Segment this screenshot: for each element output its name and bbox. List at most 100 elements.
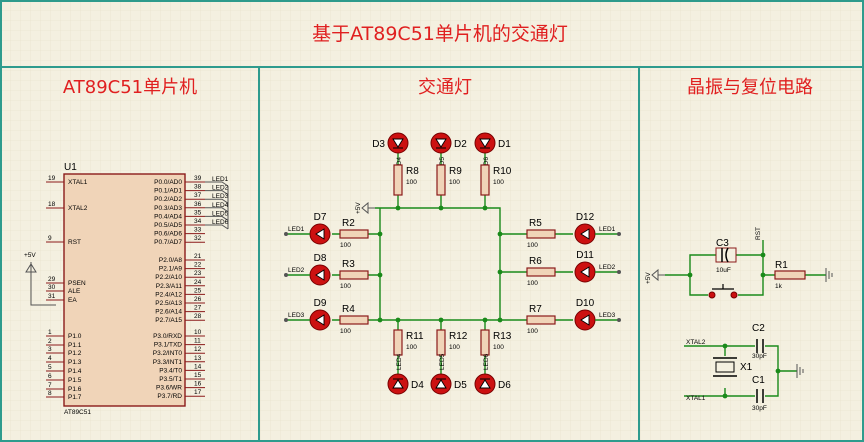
led-d6[interactable]: D6 LED6 bbox=[474, 353, 511, 395]
mcu-pin-name: P0.1/AD1 bbox=[154, 188, 182, 195]
mcu-pin-name: PSEN bbox=[68, 280, 86, 287]
mcu-pin-name: XTAL1 bbox=[68, 179, 88, 186]
resistor-value: 100 bbox=[527, 328, 538, 335]
mcu-pin-name: P1.0 bbox=[68, 333, 82, 340]
led-net-label: LED5 bbox=[439, 353, 446, 370]
mcu-pin-number: 30 bbox=[48, 284, 56, 291]
resistor-r1[interactable]: R1 1k bbox=[774, 260, 806, 290]
mcu-net-wire bbox=[205, 190, 229, 196]
mcu-pin-number: 9 bbox=[48, 235, 52, 242]
mcu-pin-name: P1.3 bbox=[68, 359, 82, 366]
mcu-pin-number: 13 bbox=[194, 355, 202, 362]
mcu-pin-number: 21 bbox=[194, 253, 202, 260]
osc-reset-circuit: +5V C3 10uF RST R1 1k XTAL2 bbox=[645, 227, 833, 412]
c2-value: 30pF bbox=[752, 353, 767, 360]
mcu-pin-number: 32 bbox=[194, 235, 202, 242]
c2-ref: C2 bbox=[752, 323, 765, 334]
resistor-value: 100 bbox=[493, 179, 504, 186]
mcu-pin-name: P0.2/AD2 bbox=[154, 196, 182, 203]
c3-value: 10uF bbox=[716, 267, 731, 274]
mcu-pin-number: 3 bbox=[48, 346, 52, 353]
mcu-pin-name: P1.6 bbox=[68, 386, 82, 393]
led-net-label: LED3 bbox=[288, 312, 305, 319]
resistor-ref: R11 bbox=[406, 331, 424, 342]
mcu-pin-number: 14 bbox=[194, 363, 202, 370]
mcu-pin-name: P2.1/A9 bbox=[159, 266, 183, 273]
mcu-net-label: LED4 bbox=[212, 202, 229, 209]
led-ref: D4 bbox=[411, 380, 424, 391]
mcu-pin-name: P0.3/AD3 bbox=[154, 205, 182, 212]
osc-xtal2-label: XTAL2 bbox=[686, 339, 706, 346]
mcu-part: AT89C51 bbox=[64, 409, 91, 416]
osc-vcc-symbol bbox=[651, 268, 665, 282]
traffic-light-circuit: +5V D3LED4D2LED5D1LED6R8100R9100R10100R1… bbox=[284, 132, 621, 395]
mcu-ref: U1 bbox=[64, 162, 77, 173]
resistor-ref: R4 bbox=[342, 304, 355, 315]
resistor-value: 100 bbox=[527, 280, 538, 287]
resistor-r2[interactable]: R2 100 bbox=[339, 218, 369, 249]
r1-ref: R1 bbox=[775, 260, 788, 271]
led-net-label: LED4 bbox=[396, 353, 403, 370]
mcu-pin-number: 15 bbox=[194, 372, 202, 379]
resistor-ref: R5 bbox=[529, 218, 542, 229]
resistor-ref: R2 bbox=[342, 218, 355, 229]
mcu-vcc-label: +5V bbox=[24, 252, 36, 259]
mcu-pin-number: 18 bbox=[48, 201, 56, 208]
mcu-pin-number: 37 bbox=[194, 192, 202, 199]
resistor-value: 100 bbox=[493, 344, 504, 351]
led-ref: D11 bbox=[576, 250, 594, 261]
mcu-pin-number: 28 bbox=[194, 313, 202, 320]
mcu-pin-number: 35 bbox=[194, 209, 202, 216]
led-net-label: LED2 bbox=[288, 267, 305, 274]
mcu-pin-number: 12 bbox=[194, 346, 202, 353]
mcu-left-pins: 19XTAL118XTAL29RST29PSEN30ALE31EA1P1.02P… bbox=[46, 175, 88, 401]
reset-button[interactable] bbox=[708, 284, 738, 299]
resistor-ref: R3 bbox=[342, 259, 355, 270]
mcu-pin-name: P3.6/WR bbox=[156, 385, 182, 392]
resistor-ref: R13 bbox=[493, 331, 512, 342]
capacitor-c2[interactable]: C2 30pF bbox=[752, 323, 767, 360]
led-net-label: LED6 bbox=[483, 353, 490, 370]
section-title-mcu: AT89C51单片机 bbox=[63, 77, 197, 98]
mcu-pin-number: 22 bbox=[194, 262, 202, 269]
led-ref: D7 bbox=[314, 212, 327, 223]
crystal-x1[interactable]: X1 bbox=[713, 357, 753, 377]
resistor-value: 100 bbox=[340, 242, 351, 249]
led-ref: D6 bbox=[498, 380, 511, 391]
capacitor-c3[interactable]: C3 10uF bbox=[715, 238, 737, 274]
mcu-net-label: LED5 bbox=[212, 210, 229, 217]
mcu-u1[interactable]: U1 AT89C51 19XTAL118XTAL29RST29PSEN30ALE… bbox=[24, 162, 229, 416]
led-d5[interactable]: D5 LED5 bbox=[430, 353, 467, 395]
led-d4[interactable]: D4 LED4 bbox=[387, 353, 424, 395]
mcu-pin-name: P2.5/A13 bbox=[155, 300, 182, 307]
mcu-net-label: LED3 bbox=[212, 193, 229, 200]
mcu-pin-number: 36 bbox=[194, 201, 202, 208]
mcu-ea-wire bbox=[30, 272, 56, 306]
mcu-pin-name: P0.4/AD4 bbox=[154, 213, 182, 220]
mcu-pin-name: P1.5 bbox=[68, 377, 82, 384]
capacitor-c1[interactable]: C1 30pF bbox=[752, 375, 767, 412]
led-ref: D5 bbox=[454, 380, 467, 391]
resistor-ref: R8 bbox=[406, 166, 419, 177]
mcu-pin-name: P0.5/AD5 bbox=[154, 222, 182, 229]
